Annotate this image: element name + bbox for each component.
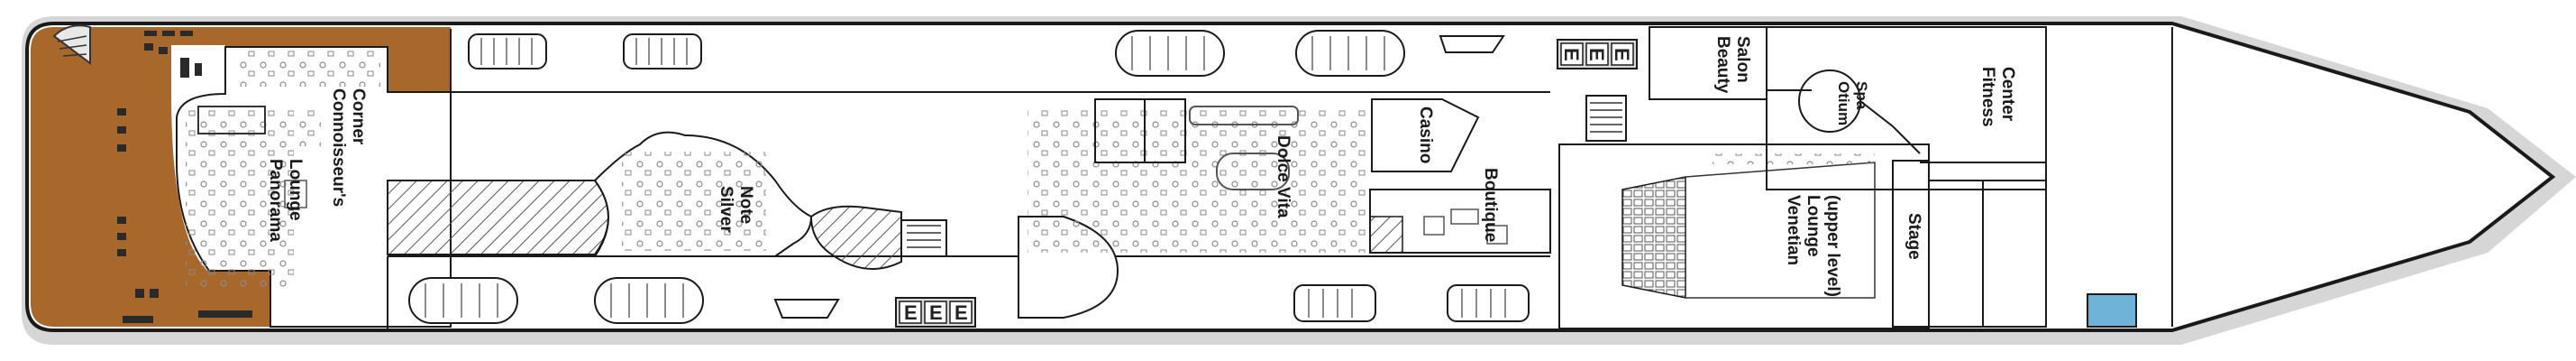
label-connoisseurs-corner: Connoisseur's Corner — [329, 88, 368, 212]
dolce-vita-long-table — [1216, 153, 1290, 190]
fitness-center-room — [1766, 26, 2047, 190]
lifeboat-icon — [468, 33, 547, 69]
label-casino: Casino — [1416, 106, 1435, 163]
label-boutique: Boutique — [1481, 168, 1500, 242]
pool-icon — [2087, 293, 2137, 328]
elevator-icon: E — [1611, 48, 1633, 61]
lifeboat-icon — [623, 33, 702, 69]
elevator-bank-aft: E E E — [895, 297, 976, 328]
connoisseurs-table — [297, 110, 321, 146]
stage — [1892, 160, 1930, 328]
elevator-icon: E — [929, 301, 943, 324]
elevator-icon: E — [904, 301, 918, 324]
lifeboat-icon — [1115, 30, 1225, 77]
venue-labels: Connoisseur's Corner Panorama Lounge Sil… — [266, 36, 2017, 297]
lifeboat-icon — [1293, 284, 1376, 322]
aft-spiral-stairs-icon — [52, 24, 91, 65]
aft-staircase-hatched — [387, 180, 609, 255]
tender-boat-icon — [773, 299, 840, 319]
tender-boat-icon — [1439, 35, 1505, 53]
label-otium-spa: Otium Spa — [1835, 81, 1870, 130]
main-corridors — [387, 29, 1550, 329]
elevator-icon: E — [1585, 48, 1608, 61]
dolce-vita-bar-counter — [1189, 106, 1299, 125]
panorama-sofa — [284, 180, 307, 208]
dolce-vita-seating — [1028, 108, 1370, 253]
label-dolce-vita: Dolce Vita — [1274, 135, 1293, 218]
aft-deck-furniture — [117, 31, 252, 323]
label-stage: Stage — [1905, 213, 1923, 260]
service-rooms — [1094, 98, 1186, 163]
mid-stairs-icon — [900, 219, 947, 257]
label-beauty-salon: Beauty Salon — [1713, 36, 1752, 98]
panorama-lounge-seating — [186, 108, 294, 289]
bar-counter — [197, 106, 266, 134]
label-venetian-lounge: Venetian Lounge (upper level) — [1784, 195, 1842, 297]
boutique-room — [1369, 189, 1551, 254]
stairs-icon — [1585, 95, 1627, 142]
silver-note-seating — [622, 152, 766, 251]
aft-wood-deck — [31, 27, 451, 327]
elevator-icon: E — [955, 301, 968, 324]
lifeboat-icon — [1447, 284, 1530, 322]
forward-rooms — [1928, 27, 2173, 328]
mid-stairs-curve — [809, 205, 902, 270]
elevator-bank-fwd: E E E — [1557, 39, 1638, 69]
label-panorama-lounge: Panorama Lounge — [266, 159, 305, 246]
elevator-icon: E — [1560, 48, 1583, 61]
lifeboat-icon — [408, 277, 518, 324]
lifeboat-icon — [1295, 30, 1405, 77]
venetian-lounge — [1558, 143, 1930, 329]
label-silver-note: Silver Note — [717, 186, 755, 237]
label-fitness-center: Fitness Center — [1978, 67, 2017, 132]
lifeboat-icon — [594, 277, 704, 324]
casino-room — [1371, 98, 1480, 172]
lifeboats — [408, 30, 1530, 324]
connoisseur-window-seating — [236, 51, 380, 87]
